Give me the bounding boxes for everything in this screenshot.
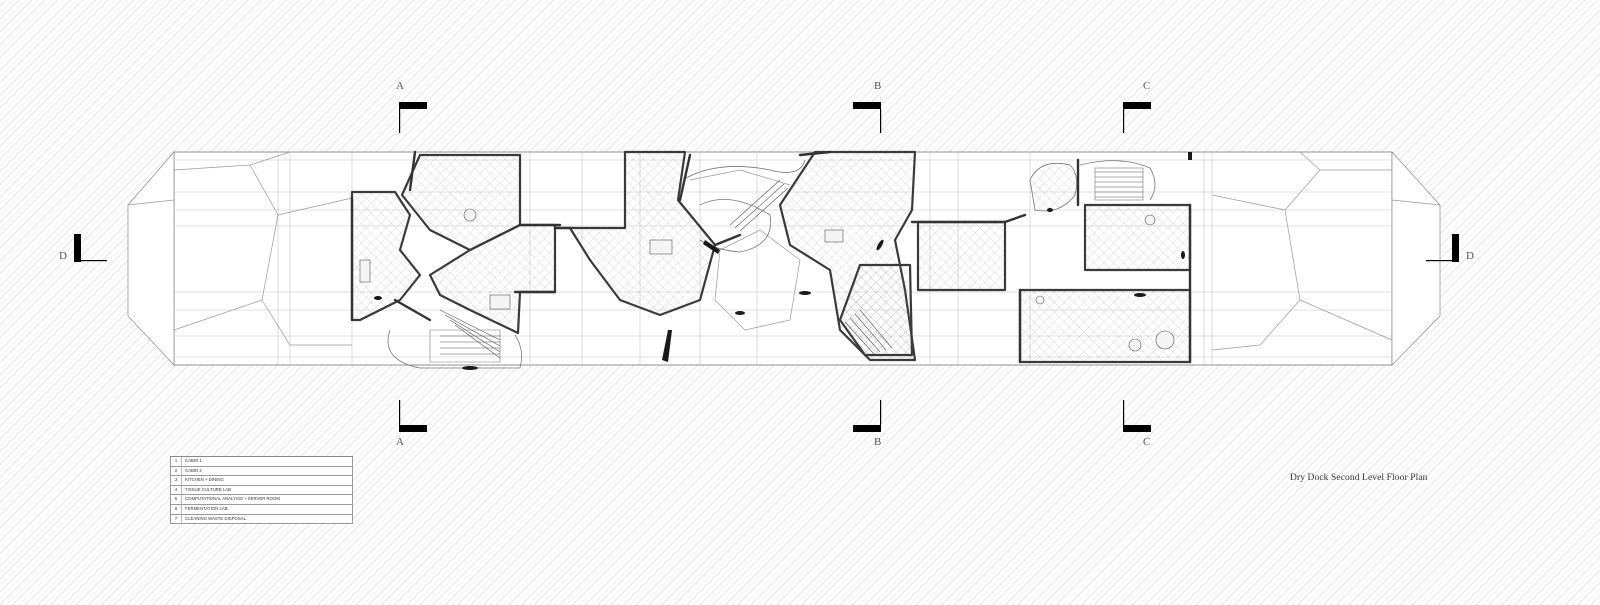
legend-row: 5 COMPUTATIONAL ANALYSIS + SERVER ROOM [170, 495, 353, 505]
rooms [350, 150, 1192, 364]
legend-room-name: CLEANING WASTE DISPOSAL [185, 515, 246, 521]
legend-number: 5 [171, 495, 182, 504]
legend-number: 1 [171, 457, 182, 466]
room-legend: 1 CABIN 1 2 CABIN 2 3 KITCHEN + DINING 4… [170, 456, 353, 525]
legend-room-name: TISSUE CULTURE LAB [185, 486, 232, 492]
section-label-a-bottom: A [396, 436, 404, 448]
legend-number: 3 [171, 476, 182, 485]
legend-number: 6 [171, 504, 182, 514]
legend-row: 7 CLEANING WASTE DISPOSAL [170, 514, 353, 525]
room-cabin-1 [350, 190, 422, 322]
legend-number: 2 [171, 466, 182, 476]
legend-row: 1 CABIN 1 [170, 457, 353, 467]
furniture [359, 208, 1175, 352]
room-lower-right [1018, 288, 1192, 364]
curved-pods [387, 159, 1156, 369]
legend-room-name: CABIN 1 [185, 458, 202, 463]
legend-room-name: COMPUTATIONAL ANALYSIS + SERVER ROOM [185, 496, 280, 502]
section-label-a-top: A [396, 80, 404, 92]
legend-row: 6 FERMENTATION LAB [170, 504, 353, 515]
room-central-link [838, 263, 914, 357]
room-fermentation-lab [916, 220, 1007, 292]
legend-number: 7 [171, 514, 182, 524]
walls [350, 150, 1192, 364]
drawing-title: Dry Dock Second Level Floor Plan [1290, 473, 1428, 483]
section-label-c-bottom: C [1143, 436, 1151, 448]
hull-panels [127, 151, 1441, 351]
legend-row: 2 CABIN 2 [170, 466, 353, 477]
legend-room-name: KITCHEN + DINING [185, 477, 224, 483]
section-label-d-right: D [1466, 250, 1474, 262]
columns [374, 152, 1192, 370]
stairs [429, 167, 1144, 363]
legend-number: 4 [171, 485, 182, 495]
legend-room-name: FERMENTATION LAB [185, 505, 228, 511]
section-label-b-bottom: B [874, 436, 882, 448]
section-label-d-left: D [59, 250, 67, 262]
legend-room-name: CABIN 2 [185, 467, 202, 473]
legend-row: 3 KITCHEN + DINING [170, 476, 353, 486]
section-markers [74, 102, 1459, 432]
dock-body [127, 151, 1441, 366]
section-label-b-top: B [874, 80, 882, 92]
legend-row: 4 TISSUE CULTURE LAB [170, 485, 353, 496]
section-label-c-top: C [1143, 80, 1151, 92]
room-cleaning-waste-disposal [1083, 203, 1192, 272]
